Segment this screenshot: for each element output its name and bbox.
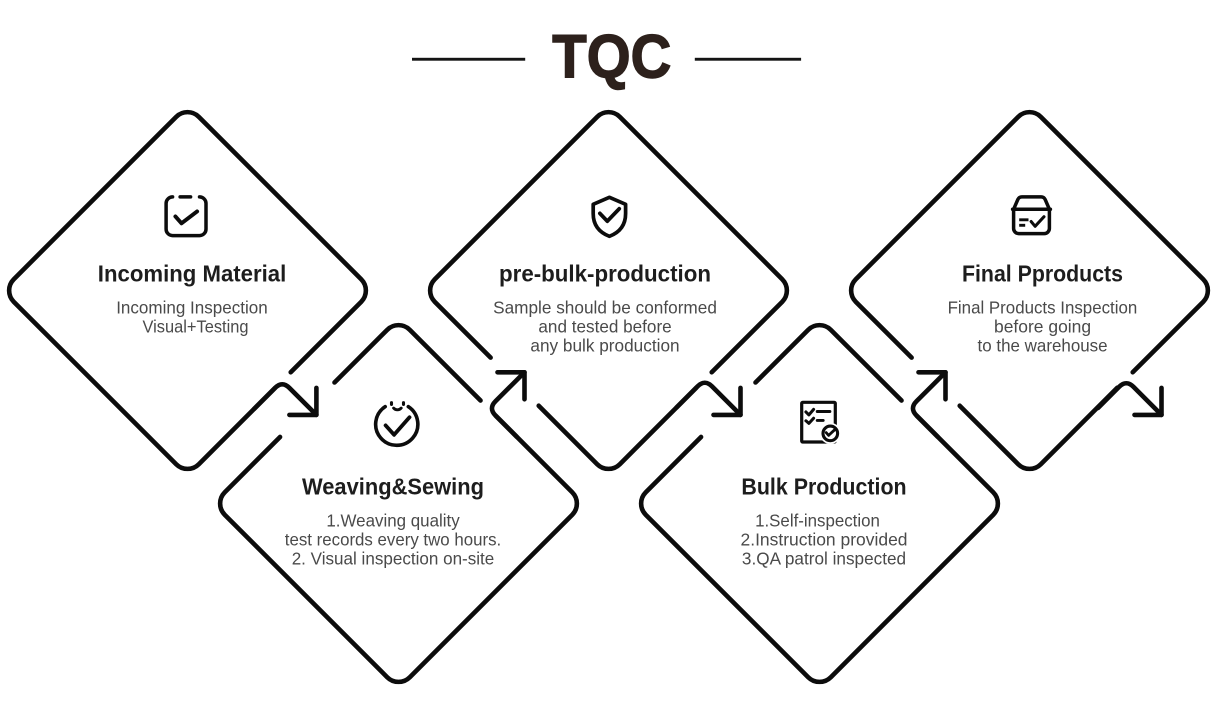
svg-text:Bulk Production: Bulk Production [741, 473, 906, 499]
svg-text:Incoming Material: Incoming Material [98, 260, 286, 286]
svg-text:3.QA patrol inspected: 3.QA patrol inspected [742, 549, 906, 569]
svg-text:Weaving&Sewing: Weaving&Sewing [302, 473, 484, 499]
svg-text:any bulk production: any bulk production [530, 336, 679, 356]
svg-text:test records every two hours.: test records every two hours. [285, 530, 501, 550]
svg-text:TQC: TQC [552, 23, 671, 91]
svg-text:Final Products Inspection: Final Products Inspection [948, 298, 1138, 318]
svg-text:2.Instruction provided: 2.Instruction provided [741, 530, 908, 550]
svg-text:Final Pproducts: Final Pproducts [962, 260, 1123, 286]
svg-text:and tested before: and tested before [538, 317, 671, 337]
svg-text:Visual+Testing: Visual+Testing [143, 317, 249, 337]
svg-text:1.Weaving quality: 1.Weaving quality [326, 511, 460, 531]
svg-text:1.Self-inspection: 1.Self-inspection [755, 511, 880, 531]
svg-text:before going: before going [994, 317, 1091, 337]
svg-text:Incoming Inspection: Incoming Inspection [116, 298, 268, 318]
svg-text:to the warehouse: to the warehouse [978, 336, 1108, 356]
svg-text:pre-bulk-production: pre-bulk-production [499, 260, 711, 286]
svg-text:2. Visual inspection on-site: 2. Visual inspection on-site [292, 549, 495, 569]
svg-text:Sample should be conformed: Sample should be conformed [493, 298, 717, 318]
